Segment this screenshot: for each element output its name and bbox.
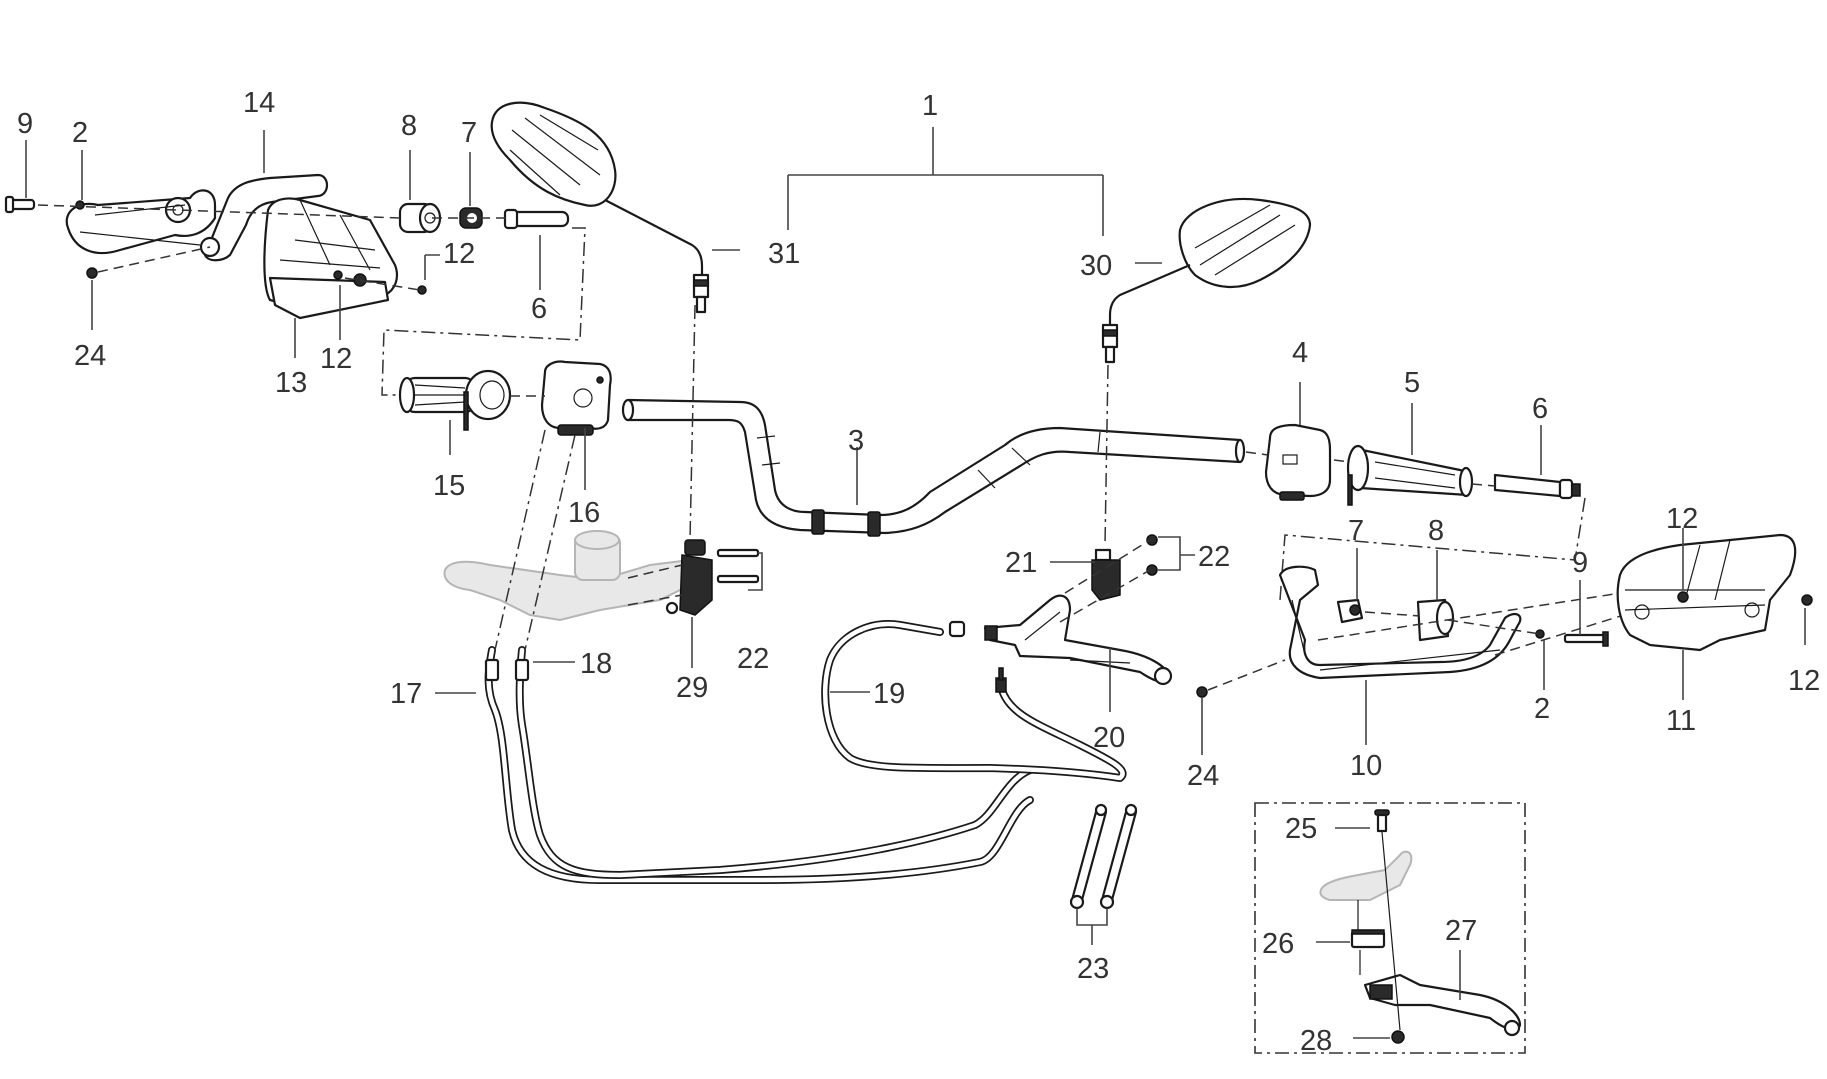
right-handguard-bracket — [1278, 565, 1522, 680]
callout-26: 26 — [1262, 928, 1294, 960]
screw-right-a — [1677, 591, 1689, 603]
callout-9: 9 — [1572, 547, 1588, 579]
callout-6: 6 — [1532, 393, 1548, 425]
nut-handguard-right — [1196, 686, 1208, 698]
clutch-cable — [821, 620, 1127, 782]
callout-22: 22 — [737, 643, 769, 675]
bolt-left — [4, 195, 36, 214]
pivot-bolt — [1374, 809, 1390, 833]
left-handguard-shell — [263, 197, 399, 320]
screw-right-b — [1801, 594, 1813, 606]
callout-2: 2 — [72, 117, 88, 149]
callout-21: 21 — [1005, 547, 1037, 579]
clutch-perch-ghost — [1319, 850, 1413, 901]
callout-10: 10 — [1350, 750, 1382, 782]
bar-end-insert-left — [503, 208, 570, 230]
throttle-grip — [1346, 444, 1474, 506]
handlebar — [621, 398, 1246, 537]
callout-28: 28 — [1300, 1025, 1332, 1057]
spacer-right — [1416, 598, 1455, 642]
screw-left-a — [417, 285, 427, 295]
callout-15: 15 — [433, 470, 465, 502]
callout-24: 24 — [1187, 760, 1219, 792]
nut-right — [1336, 598, 1364, 624]
callout-1: 1 — [922, 90, 938, 122]
callout-4: 4 — [1292, 337, 1308, 369]
cable-sleeves — [1069, 803, 1138, 945]
clutch-clamp — [1091, 548, 1121, 601]
callout-12: 12 — [1666, 503, 1698, 535]
throttle-cable-b — [515, 646, 1034, 879]
callout-12: 12 — [443, 238, 475, 270]
left-grip — [398, 369, 512, 431]
callout-23: 23 — [1077, 953, 1109, 985]
callout-16: 16 — [568, 497, 600, 529]
callout-25: 25 — [1285, 813, 1317, 845]
washer-left — [75, 200, 85, 210]
callout-24: 24 — [74, 340, 106, 372]
clutch-lever — [1363, 973, 1522, 1037]
pivot-nut — [1391, 1030, 1405, 1044]
callout-13: 13 — [275, 367, 307, 399]
callout-20: 20 — [1093, 722, 1125, 754]
callout-22: 22 — [1198, 541, 1230, 573]
throttle-cable-a — [484, 646, 1034, 884]
clamp-bolts-right — [1146, 534, 1195, 576]
callout-12: 12 — [320, 343, 352, 375]
alternate-lever-inset-box — [1254, 802, 1526, 1054]
right-switch-housing — [1264, 423, 1332, 501]
callout-6: 6 — [531, 293, 547, 325]
callout-30: 30 — [1080, 250, 1112, 282]
left-mirror — [490, 101, 710, 314]
clutch-lever-assembly — [983, 594, 1173, 686]
callout-17: 17 — [390, 678, 422, 710]
left-switch-housing — [540, 360, 612, 436]
callout-18: 18 — [580, 648, 612, 680]
callout-8: 8 — [1428, 515, 1444, 547]
washer-right — [1535, 629, 1545, 639]
callout-7: 7 — [461, 117, 477, 149]
callout-31: 31 — [768, 238, 800, 270]
callout-14: 14 — [243, 87, 275, 119]
bolt-right — [1563, 631, 1609, 647]
callout-19: 19 — [873, 678, 905, 710]
callout-labels: 1 2 2 3 4 5 6 6 7 7 8 8 9 9 10 11 12 12 … — [17, 87, 1820, 1057]
left-handguard-bracket — [65, 173, 329, 262]
callout-2: 2 — [1534, 693, 1550, 725]
right-handguard-shell — [1616, 533, 1797, 652]
callout-11: 11 — [1666, 705, 1696, 737]
callout-29: 29 — [676, 672, 708, 704]
clutch-switch — [1350, 929, 1386, 949]
bar-end-insert-right — [1493, 473, 1581, 500]
callout-3: 3 — [848, 425, 864, 457]
brake-clamp — [665, 539, 713, 616]
callout-5: 5 — [1404, 367, 1420, 399]
callout-9: 9 — [17, 108, 33, 140]
callout-12: 12 — [1788, 665, 1820, 697]
brake-master-cylinder-ghost — [443, 530, 702, 622]
callout-27: 27 — [1445, 915, 1477, 947]
callout-8: 8 — [401, 110, 417, 142]
callout-7: 7 — [1348, 515, 1364, 547]
leader-lines — [25, 127, 1806, 1039]
right-mirror — [1101, 197, 1312, 364]
screw-left-b — [333, 270, 343, 280]
clamp-bolts-left — [716, 548, 763, 591]
nut-handguard-left — [86, 267, 98, 279]
